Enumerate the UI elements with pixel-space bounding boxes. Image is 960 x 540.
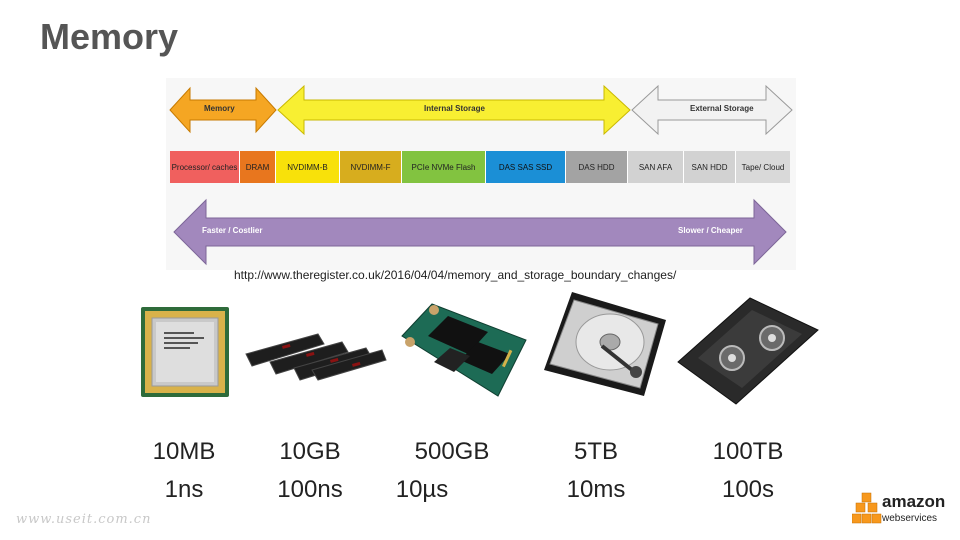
memory-arrow	[169, 86, 277, 134]
tier-processor-caches: Processor/ caches	[170, 151, 240, 183]
internal-storage-arrow	[277, 84, 631, 136]
cpu-capacity: 10MB	[152, 438, 216, 465]
ram-latency: 100ns	[277, 476, 343, 503]
external-storage-arrow	[631, 84, 793, 136]
ssd-capacity: 500GB	[414, 438, 490, 465]
tape-latency: 100s	[721, 476, 775, 503]
internal-storage-label: Internal Storage	[424, 104, 485, 113]
hdd-latency: 10ms	[566, 476, 626, 503]
tier-nvdimm-f: NVDIMM-F	[340, 151, 402, 183]
aws-logo-line2: webservices	[882, 513, 938, 524]
ram-capacity: 10GB	[279, 438, 341, 465]
watermark: www.useit.com.cn	[16, 512, 152, 527]
aws-logo: amazon webservices	[852, 490, 952, 530]
hdd-capacity: 5TB	[573, 438, 618, 465]
slide-title: Memory	[40, 16, 179, 57]
tape-image	[677, 297, 819, 405]
cpu-image	[141, 307, 229, 397]
tier-das-sas-ssd: DAS SAS SSD	[486, 151, 566, 183]
memory-storage-diagram: Memory Internal Storage External Storage…	[166, 78, 796, 270]
external-storage-label: External Storage	[690, 104, 754, 113]
tier-tape-cloud: Tape/ Cloud	[736, 151, 790, 183]
memory-arrow-label: Memory	[204, 104, 235, 113]
ssd-image	[401, 303, 527, 397]
diagram-arrows	[169, 84, 793, 266]
tier-pcie-nvme-flash: PCIe NVMe Flash	[402, 151, 486, 183]
tier-san-afa: SAN AFA	[628, 151, 684, 183]
source-url: http://www.theregister.co.uk/2016/04/04/…	[234, 268, 677, 282]
cpu-latency: 1ns	[164, 476, 204, 503]
tape-capacity: 100TB	[712, 438, 784, 465]
slower-cheaper-label: Slower / Cheaper	[678, 226, 743, 235]
tier-das-hdd: DAS HDD	[566, 151, 628, 183]
hdd-image	[544, 292, 666, 396]
ram-image	[245, 333, 387, 381]
tier-nvdimm-b: NVDIMM-B	[276, 151, 340, 183]
storage-tier-bar: Processor/ caches DRAM NVDIMM-B NVDIMM-F…	[170, 151, 790, 183]
faster-costlier-label: Faster / Costlier	[202, 226, 263, 235]
ssd-latency: 10µs	[395, 476, 449, 503]
aws-cubes-icon	[852, 492, 882, 524]
tier-dram: DRAM	[240, 151, 276, 183]
speed-cost-arrow	[173, 198, 787, 266]
aws-logo-line1: amazon	[882, 492, 946, 511]
tier-san-hdd: SAN HDD	[684, 151, 736, 183]
